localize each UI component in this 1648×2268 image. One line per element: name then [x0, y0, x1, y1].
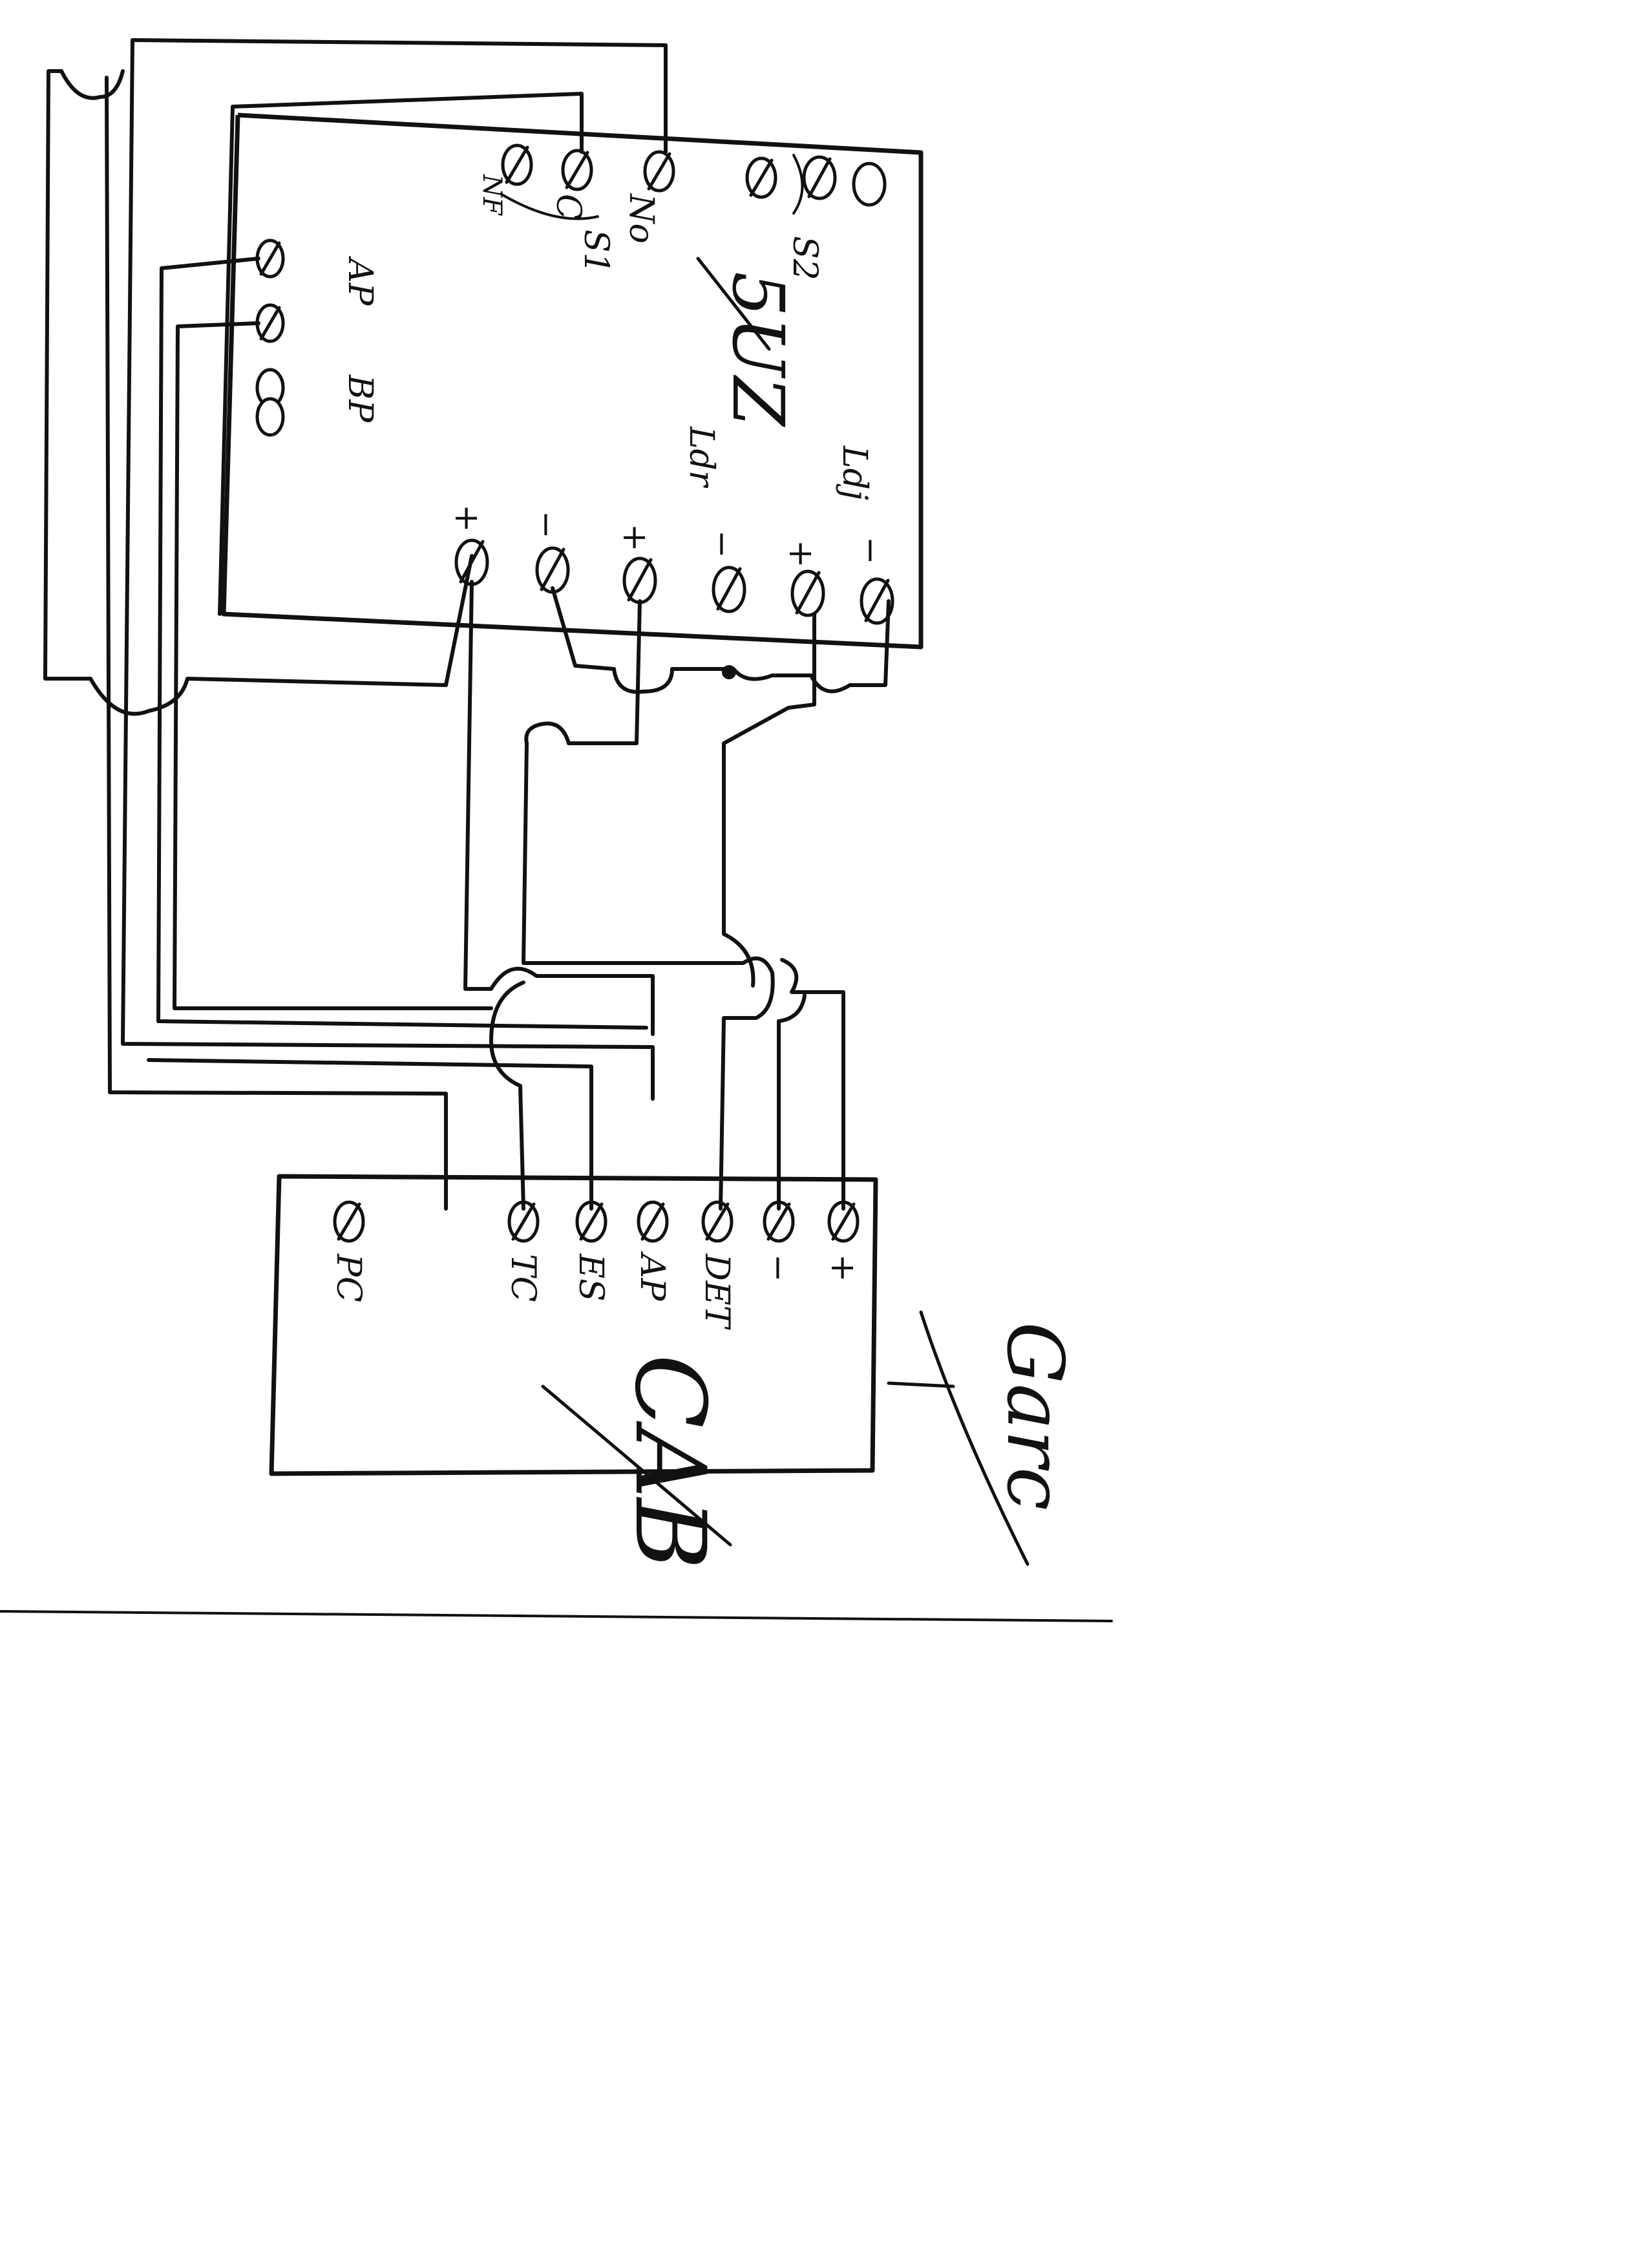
wire-to-cab-tc	[105, 76, 448, 1211]
corner-note: Garc	[989, 1322, 1079, 1510]
cab-label-ap: AP	[633, 1251, 671, 1302]
cab-terminal-tc: TC	[503, 1200, 542, 1302]
wire-ldj-plus	[722, 612, 816, 988]
label-ldr: Ldr	[682, 426, 721, 489]
label-bp: BP	[341, 374, 379, 423]
label-ldr-plus: +	[615, 524, 654, 552]
wire-cab-plus	[780, 958, 845, 1211]
cab-terminal-plus: +	[823, 1200, 862, 1282]
page-edge-line	[0, 1610, 1113, 1622]
wire-ap-1	[156, 257, 648, 1030]
ap-terminal-2	[255, 303, 285, 343]
corner-note-line	[887, 1381, 955, 1388]
top-module-outline	[221, 112, 924, 650]
corner-note-stroke	[919, 1310, 1030, 1566]
wire-cab-es	[489, 980, 525, 1211]
cab-label-pc: PC	[329, 1253, 368, 1302]
relay-terminal-nf	[501, 143, 533, 186]
label-ldj-plus: +	[781, 540, 820, 568]
wire-c-loop	[218, 92, 584, 616]
label-nf: NF	[477, 174, 507, 216]
terminal-ldj-plus	[790, 569, 825, 617]
wire-power-plus	[463, 580, 655, 1036]
cab-terminal-es: ES	[571, 1200, 610, 1302]
label-ldj: Ldj	[835, 445, 874, 500]
relay-bracket	[500, 193, 599, 220]
title-underline-bottom	[541, 1384, 732, 1547]
s2-terminal-2	[802, 155, 837, 200]
bottom-module-outline	[269, 1174, 878, 1476]
label-no: No	[622, 193, 660, 244]
cab-terminal-row: +−DET AP ES TC PC	[329, 1200, 862, 1330]
cab-terminal-det: DET	[697, 1200, 736, 1330]
wire-cab-ap	[147, 1058, 593, 1211]
label-power-plus: +	[447, 504, 486, 533]
label-ap: AP	[341, 256, 379, 306]
cab-label-minus: −	[759, 1254, 798, 1282]
relay-terminal-no	[643, 150, 675, 193]
label-c: C	[549, 194, 587, 220]
cab-label-es: ES	[571, 1253, 610, 1302]
junction-dot	[722, 665, 736, 679]
cab-terminal-minus: −	[759, 1200, 798, 1282]
relay-terminal-c	[561, 149, 593, 191]
cab-label-tc: TC	[503, 1254, 542, 1302]
terminal-power-minus	[535, 546, 570, 594]
s2-terminal-1	[852, 162, 887, 207]
cab-terminal-ap: AP	[633, 1200, 671, 1302]
bp-terminal-2	[255, 397, 285, 437]
terminal-ldr-plus	[622, 556, 657, 604]
wire-no-outer-loop	[121, 38, 668, 1101]
cab-terminal-pc: PC	[329, 1200, 368, 1302]
label-s1: S1	[576, 229, 615, 274]
label-s2: S2	[785, 236, 824, 281]
title-underline-top	[696, 257, 771, 351]
label-power-minus: −	[527, 511, 565, 539]
wire-ap-2	[173, 321, 493, 1010]
wire-cab-minus	[777, 993, 807, 1211]
label-ldj-minus: −	[851, 536, 890, 565]
wire-ldr-plus	[522, 599, 775, 1211]
s2-terminal-3	[745, 156, 777, 199]
cab-label-plus: +	[823, 1254, 862, 1282]
terminal-ldr-minus	[712, 566, 746, 613]
top-module-title: 5UZ	[717, 271, 799, 427]
terminal-ldj-minus	[860, 577, 894, 625]
label-ldr-minus: −	[703, 530, 741, 558]
s2-bracket	[792, 154, 804, 215]
bottom-module-title: CAB	[613, 1354, 726, 1569]
cab-label-det: DET	[697, 1253, 736, 1330]
ap-terminal-1	[255, 238, 285, 279]
wire-left-outer	[43, 69, 474, 716]
